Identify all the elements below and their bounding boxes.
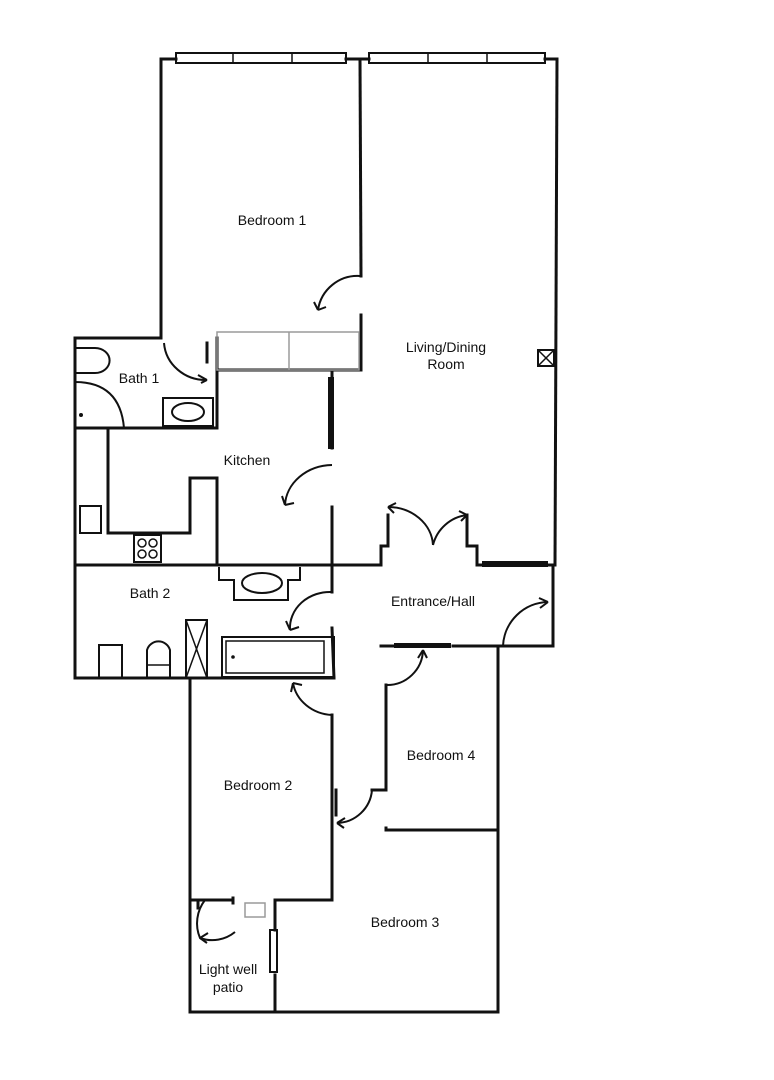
bath2-bathtub <box>221 636 335 678</box>
bath2-toilet <box>146 640 171 678</box>
bath1-sink <box>162 397 214 427</box>
kitchen-stove <box>133 534 162 563</box>
label-lightwell-line2: patio <box>213 979 244 995</box>
label-bath-2: Bath 2 <box>130 585 171 601</box>
label-living-line1: Living/Dining <box>406 339 486 355</box>
bath2-shower <box>185 619 208 679</box>
bath1-shower <box>74 381 125 429</box>
kitchen-counter <box>216 331 360 371</box>
doors <box>163 274 549 944</box>
label-kitchen: Kitchen <box>224 452 271 468</box>
label-entrance-hall: Entrance/Hall <box>391 593 475 609</box>
label-bedroom-4: Bedroom 4 <box>407 747 476 763</box>
walls <box>73 57 559 1014</box>
bath2-washer <box>98 644 123 679</box>
label-bath-1: Bath 1 <box>119 370 160 386</box>
bath2-sink <box>218 567 301 601</box>
bath1-toilet <box>75 347 111 374</box>
lightwell-fixture <box>244 902 266 918</box>
label-living-line2: Room <box>427 356 464 372</box>
living-vent-icon <box>537 349 555 367</box>
label-lightwell-line1: Light well <box>199 961 257 977</box>
label-bedroom-1: Bedroom 1 <box>238 212 307 228</box>
room-labels: Bedroom 1 Living/Dining Room Bath 1 Kitc… <box>119 212 486 995</box>
label-bedroom-2: Bedroom 2 <box>224 777 293 793</box>
label-bedroom-3: Bedroom 3 <box>371 914 440 930</box>
